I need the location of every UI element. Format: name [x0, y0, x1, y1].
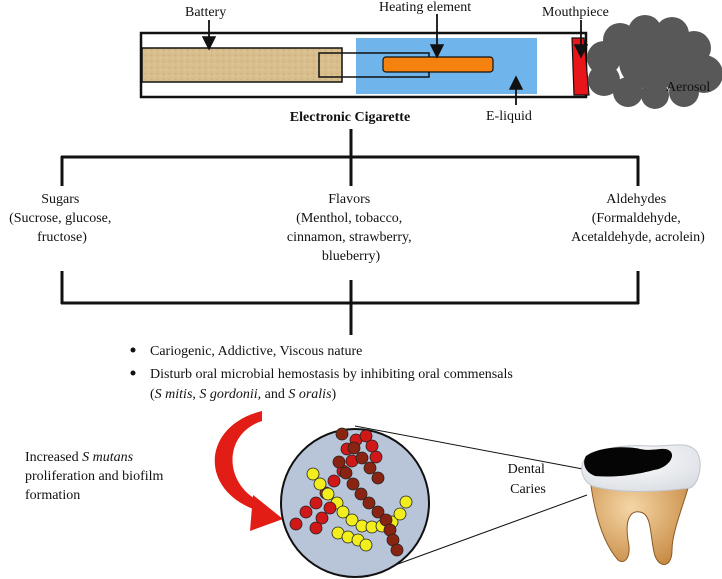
coccus — [306, 467, 320, 481]
mouthpiece-label: Mouthpiece — [542, 5, 609, 20]
effect-bullet-2-line-1: Disturb oral microbial hemostasis by inh… — [150, 367, 513, 382]
coccus — [362, 496, 376, 510]
sugars-text: Sugars (Sucrose, glucose, fructose) — [9, 192, 115, 245]
dental-caries-label: Dental Caries — [508, 462, 549, 497]
coccus — [309, 521, 323, 535]
zoom-line-bottom — [364, 494, 588, 577]
bullet-dot — [130, 370, 136, 376]
heating-coil — [382, 56, 494, 73]
flavors-text: Flavors (Menthol, tobacco, cinnamon, str… — [287, 192, 415, 264]
coccus — [315, 511, 329, 525]
lower-bracket — [60, 271, 640, 335]
tooth — [581, 444, 701, 565]
battery-label: Battery — [185, 5, 226, 20]
e-cigarette-body — [139, 31, 590, 99]
coccus — [371, 471, 385, 485]
coccus — [390, 543, 404, 557]
coccus — [347, 441, 361, 455]
coccus — [359, 429, 373, 443]
coccus — [327, 474, 341, 488]
aldehydes-text: Aldehydes (Formaldehyde, Acetaldehyde, a… — [571, 192, 705, 245]
coccus — [323, 501, 337, 515]
battery-compartment — [141, 47, 343, 83]
bacteria-chains — [289, 427, 413, 557]
aerosol-label: Aerosol — [666, 80, 710, 95]
coccus — [335, 427, 349, 441]
device-title: Electronic Cigarette — [290, 110, 410, 125]
coccus — [332, 455, 346, 469]
coccus — [399, 495, 413, 509]
coccus — [365, 439, 379, 453]
coccus — [346, 477, 360, 491]
caries-lesion — [584, 447, 673, 477]
coccus — [321, 487, 335, 501]
effects-list: Cariogenic, Addictive, Viscous nature Di… — [130, 344, 513, 402]
coccus — [355, 451, 369, 465]
coccus — [339, 466, 353, 480]
tooth-root — [589, 469, 694, 565]
bullet-dot — [130, 347, 136, 353]
coccus — [289, 517, 303, 531]
coccus — [309, 496, 323, 510]
e-liquid-label: E-liquid — [486, 109, 532, 124]
coccus — [345, 513, 359, 527]
outcome-text: Increased S mutans proliferation and bio… — [25, 450, 167, 503]
zoom-line-top — [354, 425, 589, 471]
coccus — [313, 477, 327, 491]
effect-bullet-1: Cariogenic, Addictive, Viscous nature — [150, 344, 362, 359]
coccus — [336, 505, 350, 519]
upper-bracket — [60, 129, 640, 186]
coccus — [393, 507, 407, 521]
aerosol-cloud — [587, 15, 722, 109]
coccus — [363, 461, 377, 475]
effect-bullet-2-line-2: (S mitis, S gordonii, and S oralis) — [150, 387, 337, 402]
heating-element-label: Heating element — [379, 0, 471, 15]
coccus — [371, 505, 385, 519]
coccus — [354, 487, 368, 501]
coccus — [359, 538, 373, 552]
coccus — [369, 450, 383, 464]
red-curved-arrow — [214, 411, 283, 531]
coccus — [299, 505, 313, 519]
